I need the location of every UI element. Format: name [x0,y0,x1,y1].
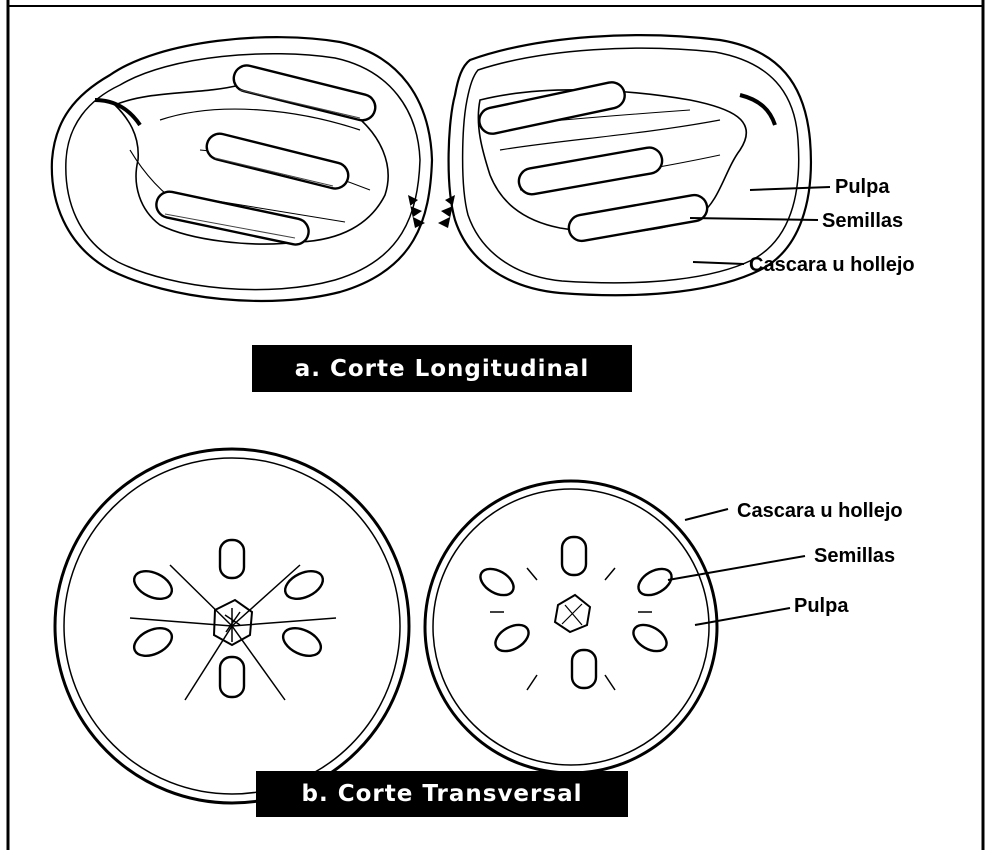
label-transversal-pulpa: Pulpa [794,595,848,618]
transversal-left-section [55,449,409,803]
longitudinal-pointer-lines [690,187,830,264]
label-transversal-semillas: Semillas [814,545,895,568]
label-longitudinal-pulpa: Pulpa [835,176,889,199]
longitudinal-left-stalk-marks [408,195,425,228]
transversal-pointer-lines [668,509,805,625]
longitudinal-left-seeds [154,63,378,247]
label-longitudinal-cascara: Cascara u hollejo [749,254,915,277]
transversal-right-section [425,481,717,773]
caption-transversal: b. Corte Transversal [256,771,628,817]
transversal-left-seeds [130,540,327,697]
caption-longitudinal: a. Corte Longitudinal [252,345,632,392]
longitudinal-right-seeds [477,80,709,243]
label-longitudinal-semillas: Semillas [822,210,903,233]
label-transversal-cascara: Cascara u hollejo [737,500,903,523]
